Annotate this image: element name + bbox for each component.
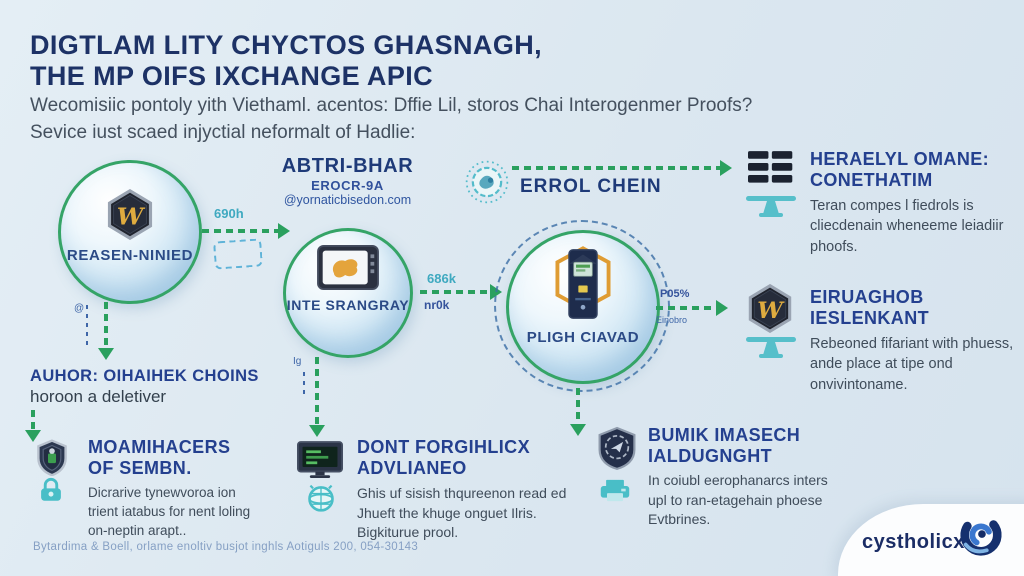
kiosk-device-icon: [552, 245, 614, 328]
arrow3-head: [716, 300, 728, 316]
page-title-line2: THE MP OIFS IXCHANGE APIC: [30, 61, 434, 91]
down-arrowhead: [309, 425, 325, 437]
node2-heading: ABTRI-BHAR: [281, 155, 414, 177]
gear-network-icon: [464, 159, 510, 210]
shield-check-icon: [36, 439, 68, 481]
svg-text:W: W: [757, 298, 785, 324]
right-block1-title1: HERAELYL OMANE:: [810, 149, 990, 169]
down-arrow-dash: [104, 302, 108, 348]
bottom-block3-title1: BUMIK IMASECH: [648, 425, 801, 445]
node3-label: PLIGH CIAVAD: [526, 329, 640, 346]
list-bars-icon: [748, 151, 794, 192]
node2-handle: @yornaticbisedon.com: [283, 193, 412, 207]
svg-text:W: W: [117, 203, 146, 231]
arrow2-dash: [420, 290, 492, 294]
flow-node-reasen: W REASEN-NINIED: [58, 160, 202, 304]
brand-name: cystholicx: [862, 531, 965, 553]
footer-credits: Bytardima & Boell, orlame enoltiv busjot…: [33, 541, 419, 553]
teal-stand-icon: [744, 337, 798, 365]
down-arrowhead: [25, 430, 41, 442]
right-block1-body: Teran compes l fiedrols is cliecdenain w…: [810, 198, 1004, 255]
down-arrowhead: [570, 424, 586, 436]
subtitle-line2: Sevice iust scaed injyctial neformalt of…: [30, 122, 416, 143]
globe-icon: [306, 483, 336, 518]
bottom-block1-title2: OF SEMBN.: [88, 458, 192, 478]
blue-dashed-line: [303, 372, 305, 398]
author-title: AUHOR: OIHAIHEK CHOINS: [30, 367, 259, 385]
hexagon-badge-icon: W: [107, 188, 153, 245]
bottom-block2-body: Ghis uf sisish thqureenon read ed Jhueft…: [357, 485, 567, 541]
bottom-block3-title2: IALDUGNGHT: [648, 446, 772, 466]
bottom-block1-title1: MOAMIHACERS: [88, 437, 231, 457]
bottom-block1-body: Dicrarive tynewvoroa ion trient iatabus …: [88, 485, 251, 538]
lock-icon: [37, 477, 65, 508]
arrow3-label-top: P05%: [660, 288, 690, 300]
right-block2-title1: EIRUAGHOB: [810, 287, 924, 307]
arrow1-head: [278, 223, 290, 239]
top-arrowhead: [720, 160, 732, 176]
teal-stand-icon: [744, 196, 798, 224]
bottom-block2-title1: DONT FORGIHLICX: [357, 437, 530, 457]
top-arrow-dash: [512, 166, 720, 170]
blue-dashed-line: [86, 305, 88, 349]
page-title-line1: DIGTLAM LITY CHYCTOS GHASNAGH,: [30, 30, 543, 60]
arrow3-dash: [656, 306, 718, 310]
dashed-note-box: [213, 238, 263, 270]
flow-node-srangray: INTE SRANGRAY: [283, 228, 413, 358]
printer-icon: [599, 478, 631, 508]
arrow1-dash: [202, 229, 278, 233]
down-arrow-dash: [31, 410, 35, 430]
node2-subheading: EROCR-9A: [311, 178, 384, 193]
right-block1-title2: CONETHATIM: [810, 170, 933, 190]
down-arrow-dash: [576, 388, 580, 424]
flow-node-pligh: PLIGH CIAVAD: [506, 230, 660, 384]
arrow2-label-top: 686k: [427, 271, 456, 286]
tablet-map-icon: [317, 245, 379, 295]
arrow2-label-bottom: nr0k: [424, 298, 450, 312]
swirl-logo-icon: [958, 512, 1004, 563]
right-block2-body: Rebeoned fifariant with phuess, ande pla…: [810, 336, 1014, 393]
hexagon-badge-icon: W: [748, 283, 792, 338]
down-arrowhead: [98, 348, 114, 360]
micro-glyph-at: @: [74, 303, 85, 314]
shield-emblem-icon: [597, 426, 637, 475]
author-subtitle: horoon a deletiver: [30, 387, 167, 406]
subtitle-line1: Wecomisiic pontoly yith Viethaml. acento…: [30, 95, 753, 116]
node2-label: INTE SRANGRAY: [286, 297, 410, 313]
bottom-block3-body: In coiubl eerophanarcs inters upl to ran…: [648, 472, 828, 528]
node1-label: REASEN-NINIED: [66, 247, 194, 264]
arrow1-label: 690h: [214, 206, 244, 221]
down-arrow-dash: [315, 357, 319, 425]
monitor-code-icon: [297, 441, 343, 485]
bottom-block2-title2: ADVLIANEO: [357, 458, 467, 478]
micro-glyph-ig: Ig: [293, 356, 302, 367]
right-block2-title2: IESLENKANT: [810, 308, 930, 328]
errol-chein-label: ERROL CHEIN: [520, 176, 662, 197]
arrow3-label-bottom: Einobro: [656, 315, 688, 325]
brand-corner: cystholicx: [838, 504, 1024, 576]
